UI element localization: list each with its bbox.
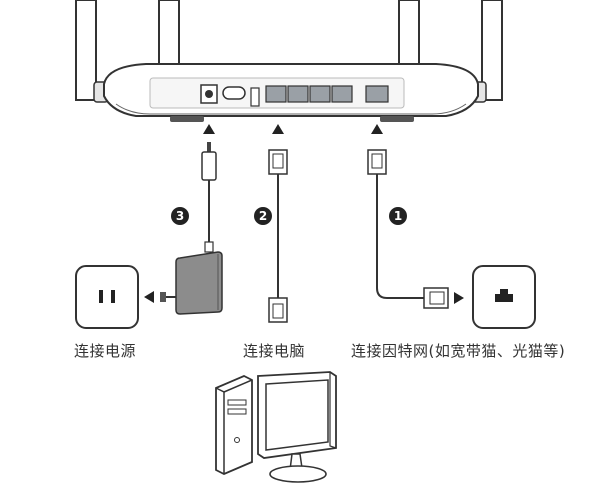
- router-reset-button: [222, 86, 246, 100]
- lan-port-2: [287, 85, 309, 103]
- internet-cable-plug-end-clip: [429, 291, 445, 305]
- router-lan-ports: [265, 85, 353, 103]
- power-outlet-hole-left: [99, 290, 103, 303]
- internet-cable-line: [376, 174, 424, 299]
- computer-monitor-screen: [265, 379, 329, 451]
- power-cable: [201, 142, 217, 253]
- computer-monitor-side: [329, 372, 337, 449]
- router-usb-slot: [250, 87, 260, 107]
- power-plug-tip: [207, 142, 211, 152]
- computer-cable-plug-top-clip: [272, 153, 284, 169]
- router: [75, 0, 503, 122]
- arrow-right-internet: [454, 292, 464, 304]
- label-computer: 连接电脑: [243, 342, 306, 360]
- computer-tower-top-edge: [223, 379, 253, 393]
- router-foot-left: [170, 116, 204, 122]
- arrow-up-lan: [272, 124, 284, 134]
- internet-cable-plug-top-clip: [371, 153, 383, 169]
- computer-tower-power-button: [234, 437, 240, 443]
- router-wan-port: [365, 85, 389, 103]
- router-power-jack-hole: [205, 90, 213, 98]
- label-power: 连接电源: [74, 342, 137, 360]
- step-badge-computer: 2: [254, 207, 272, 225]
- lan-port-3: [309, 85, 331, 103]
- power-adapter-prongs: [160, 292, 166, 302]
- power-adapter-body: [175, 251, 223, 315]
- arrow-left-power: [144, 291, 154, 303]
- desktop-computer-icon: [215, 371, 337, 483]
- arrow-up-power: [203, 124, 215, 134]
- power-outlet-frame: [75, 265, 139, 329]
- power-outlet-hole-right: [111, 290, 115, 303]
- power-outlet-icon: [75, 265, 139, 329]
- lan-port-4: [331, 85, 353, 103]
- internet-cable: [367, 149, 449, 309]
- power-cable-strain-relief: [204, 241, 214, 253]
- computer-tower-drive-2: [227, 408, 247, 415]
- router-antenna-left-outer: [75, 0, 97, 101]
- lan-port-1: [265, 85, 287, 103]
- step-badge-internet: 1: [389, 207, 407, 225]
- power-adapter-icon: [160, 251, 223, 315]
- label-internet: 连接因特网(如宽带猫、光猫等): [351, 342, 566, 360]
- computer-cable: [268, 149, 288, 323]
- network-outlet-jack: [495, 294, 513, 302]
- network-outlet-jack-notch: [500, 289, 508, 295]
- wall-network-outlet-icon: [472, 265, 536, 329]
- router-foot-right: [380, 116, 414, 122]
- computer-tower-drive: [227, 399, 247, 406]
- computer-monitor-base: [269, 465, 327, 483]
- power-plug-body: [201, 151, 217, 181]
- step-badge-power: 3: [171, 207, 189, 225]
- computer-cable-plug-bottom-clip: [272, 303, 284, 319]
- router-antenna-right-outer: [481, 0, 503, 101]
- router-body-lower-edge: [115, 103, 467, 115]
- arrow-up-wan: [371, 124, 383, 134]
